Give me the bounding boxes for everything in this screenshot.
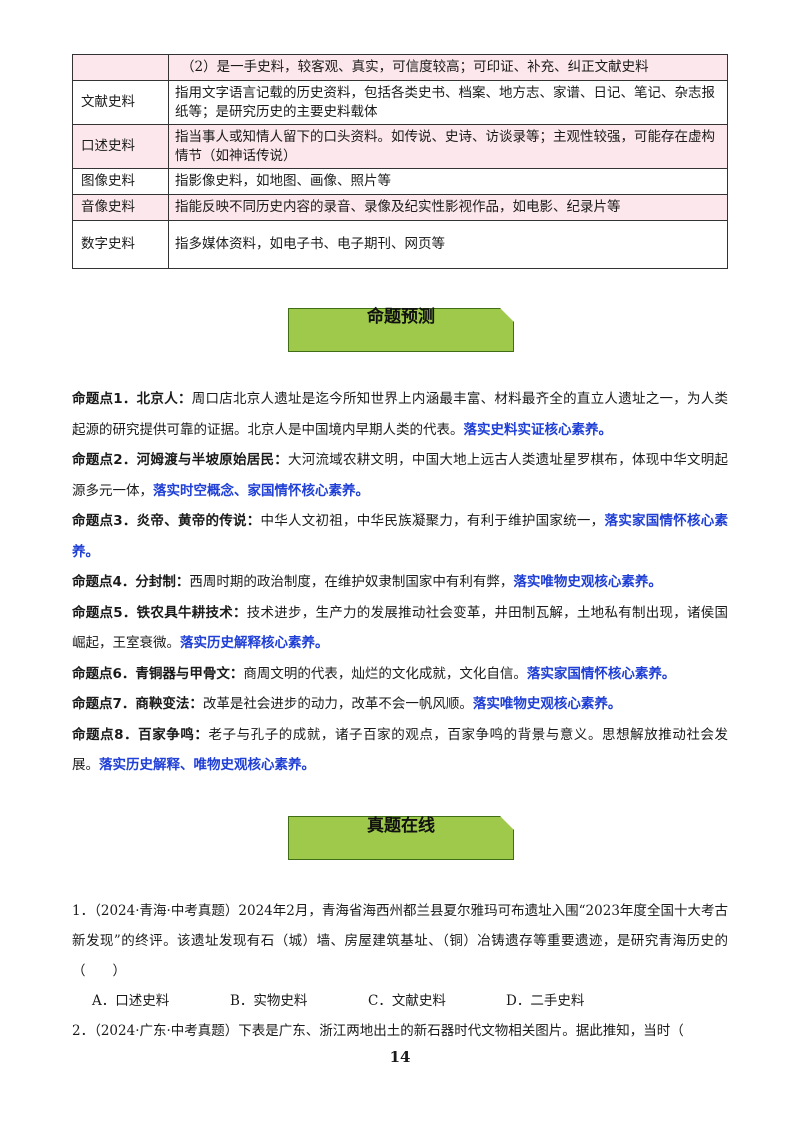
source-desc-cell: 指用文字语言记载的历史资料，包括各类史书、档案、地方志、家谱、日记、笔记、杂志报… (168, 80, 728, 125)
source-desc-cell: 指能反映不同历史内容的录音、录像及纪实性影视作品，如电影、纪录片等 (168, 194, 728, 221)
list-item: 命题点8．百家争鸣：老子与孔子的成就，诸子百家的观点，百家争鸣的背景与意义。思想… (72, 720, 728, 781)
point-label: 命题点2．河姆渡与半坡原始居民： (72, 452, 289, 468)
point-text: 周口店北京人遗址是迄今所知世界上内涵最丰富、材料最齐全的直立人遗址之一，为人类起… (72, 391, 728, 438)
point-text: 商周文明的代表，灿烂的文化成就，文化自信。 (243, 665, 527, 682)
table-row: 数字史料 指多媒体资料，如电子书、电子期刊、网页等 (72, 220, 728, 269)
prediction-points: 命题点1．北京人：周口店北京人遗址是迄今所知世界上内涵最丰富、材料最齐全的直立人… (72, 384, 728, 781)
point-label: 命题点6．青铜器与甲骨文： (72, 665, 244, 682)
point-highlight: 落实家国情怀核心素养。 (72, 513, 728, 560)
source-type-cell (72, 54, 169, 81)
source-desc-cell: 指影像史料，如地图、画像、照片等 (168, 168, 728, 195)
point-label: 命题点5．铁农具牛耕技术： (72, 604, 247, 621)
point-highlight: 落实唯物史观核心素养。 (513, 574, 662, 590)
exam-questions: 1．（2024·青海·中考真题）2024年2月，青海省海西州都兰县夏尔雅玛可布遗… (72, 896, 728, 1046)
point-text: 中华人文初祖，中华民族凝聚力，有利于维护国家统一， (260, 513, 605, 529)
list-item: 命题点4．分封制：西周时期的政治制度，在维护奴隶制国家中有利有弊，落实唯物史观核… (72, 567, 728, 598)
point-label: 命题点3．炎帝、黄帝的传说： (72, 513, 261, 529)
source-type-cell: 数字史料 (72, 220, 169, 269)
table-row: 音像史料 指能反映不同历史内容的录音、录像及纪实性影视作品，如电影、纪录片等 (72, 194, 728, 221)
point-highlight: 落实历史解释、唯物史观核心素养。 (99, 757, 315, 773)
list-item: 命题点2．河姆渡与半坡原始居民：大河流域农耕文明，中国大地上远古人类遗址星罗棋布… (72, 445, 728, 506)
historical-sources-table: （2）是一手史料，较客观、真实，可信度较高；可印证、补充、纠正文献史料 文献史料… (72, 54, 728, 269)
point-label: 命题点8．百家争鸣： (72, 726, 209, 743)
point-highlight: 落实历史解释核心素养。 (180, 635, 329, 651)
option-a: A．口述史料 (92, 993, 170, 1009)
point-text: 大河流域农耕文明，中国大地上远古人类遗址星罗棋布，体现中华文明起源多元一体， (72, 452, 728, 499)
point-label: 命题点7．商鞅变法： (72, 696, 203, 712)
source-type-cell: 图像史料 (72, 168, 169, 195)
point-highlight: 落实家国情怀核心素养。 (526, 665, 676, 682)
page-number: 14 (389, 1048, 411, 1066)
point-highlight: 落实史料实证核心素养。 (463, 421, 613, 438)
list-item: 命题点6．青铜器与甲骨文：商周文明的代表，灿烂的文化成就，文化自信。落实家国情怀… (72, 659, 728, 690)
list-item: 命题点1．北京人：周口店北京人遗址是迄今所知世界上内涵最丰富、材料最齐全的直立人… (72, 384, 728, 445)
point-text: 老子与孔子的成就，诸子百家的观点，百家争鸣的背景与意义。思想解放推动社会发展。 (72, 726, 728, 774)
option-d: D．二手史料 (506, 993, 585, 1009)
question-1: 1．（2024·青海·中考真题）2024年2月，青海省海西州都兰县夏尔雅玛可布遗… (72, 903, 728, 979)
section-title-real-exam: 真题在线 (367, 816, 435, 836)
source-type-cell: 口述史料 (72, 124, 169, 169)
source-type-cell: 音像史料 (72, 194, 169, 221)
point-label: 命题点1．北京人： (72, 391, 192, 407)
table-row: 口述史料 指当事人或知情人留下的口头资料。如传说、史诗、访谈录等；主观性较强，可… (72, 124, 728, 169)
list-item: 命题点5．铁农具牛耕技术：技术进步，生产力的发展推动社会变革，井田制瓦解，土地私… (72, 598, 728, 659)
list-item: 命题点3．炎帝、黄帝的传说：中华人文初祖，中华民族凝聚力，有利于维护国家统一，落… (72, 506, 728, 567)
point-text: 改革是社会进步的动力，改革不会一帆风顺。 (202, 696, 473, 712)
table-row: 文献史料 指用文字语言记载的历史资料，包括各类史书、档案、地方志、家谱、日记、笔… (72, 80, 728, 125)
list-item: 命题点7．商鞅变法：改革是社会进步的动力，改革不会一帆风顺。落实唯物史观核心素养… (72, 689, 728, 720)
point-highlight: 落实时空概念、家国情怀核心素养。 (153, 482, 369, 499)
table-row: 图像史料 指影像史料，如地图、画像、照片等 (72, 168, 728, 195)
option-b: B．实物史料 (230, 993, 308, 1009)
point-label: 命题点4．分封制： (72, 574, 190, 590)
section-banner-real-exam (288, 816, 514, 860)
source-desc-cell: 指当事人或知情人留下的口头资料。如传说、史诗、访谈录等；主观性较强，可能存在虚构… (168, 124, 728, 169)
source-type-cell: 文献史料 (72, 80, 169, 125)
point-highlight: 落实唯物史观核心素养。 (472, 696, 622, 712)
section-banner-prediction (288, 308, 514, 352)
option-c: C．文献史料 (368, 993, 446, 1009)
section-title-prediction: 命题预测 (367, 307, 435, 327)
point-text: 技术进步，生产力的发展推动社会变革，井田制瓦解，土地私有制出现，诸侯国崛起，王室… (72, 604, 728, 652)
point-text: 西周时期的政治制度，在维护奴隶制国家中有利有弊， (189, 574, 514, 590)
table-row: （2）是一手史料，较客观、真实，可信度较高；可印证、补充、纠正文献史料 (72, 54, 728, 81)
source-desc-cell: （2）是一手史料，较客观、真实，可信度较高；可印证、补充、纠正文献史料 (168, 54, 728, 81)
question-2: 2．（2024·广东·中考真题）下表是广东、浙江两地出土的新石器时代文物相关图片… (72, 1023, 684, 1039)
source-desc-cell: 指多媒体资料，如电子书、电子期刊、网页等 (168, 220, 728, 269)
question-1-options: A．口述史料 B．实物史料 C．文献史料 D．二手史料 (72, 986, 728, 1016)
